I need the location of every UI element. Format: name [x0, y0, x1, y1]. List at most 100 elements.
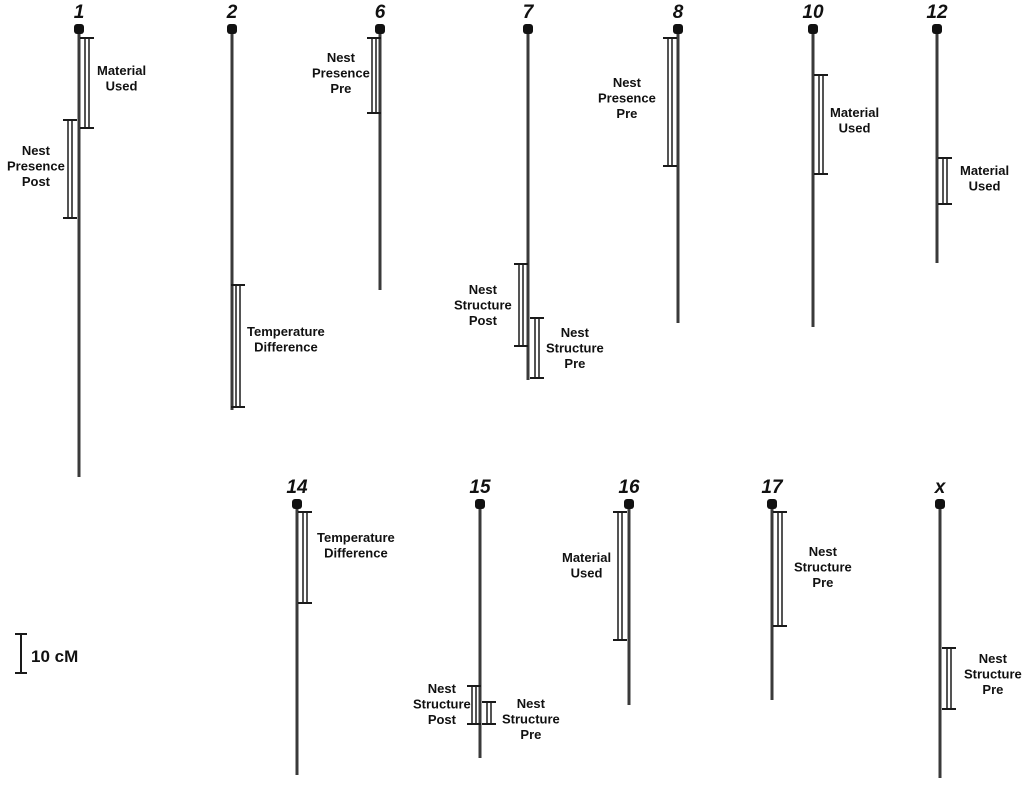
centromere-marker [375, 24, 385, 34]
qtl-label-line: Nest [428, 681, 457, 696]
centromere-marker [673, 24, 683, 34]
centromere-marker [935, 499, 945, 509]
scale-bar: 10 cM [15, 633, 78, 674]
qtl-label-line: Structure [502, 712, 560, 727]
chromosome-label: 14 [286, 477, 308, 498]
chromosome-label: 16 [618, 477, 640, 498]
centromere-marker [74, 24, 84, 34]
centromere-marker [932, 24, 942, 34]
qtl-label-line: Nest [809, 544, 838, 559]
qtl-label-line: Pre [616, 106, 637, 121]
qtl-label-line: Material [830, 105, 879, 120]
qtl-label-line: Nest [979, 651, 1008, 666]
qtl-label-line: Pre [564, 356, 585, 371]
qtl-label-line: Structure [964, 667, 1022, 682]
qtl-label-line: Temperature [317, 530, 395, 545]
qtl-label-line: Nest [613, 75, 642, 90]
qtl-label-line: Pre [330, 81, 351, 96]
qtl-label-line: Nest [561, 325, 590, 340]
centromere-marker [523, 24, 533, 34]
qtl-label-line: Difference [254, 340, 318, 355]
chromosome-label: 7 [523, 2, 535, 23]
centromere-marker [624, 499, 634, 509]
qtl-label-line: Pre [812, 575, 833, 590]
qtl-label-line: Nest [22, 143, 51, 158]
qtl-label-line: Used [839, 121, 871, 136]
qtl-label-line: Post [22, 174, 51, 189]
qtl-label-line: Presence [7, 159, 65, 174]
qtl-label-line: Structure [546, 341, 604, 356]
qtl-label-line: Structure [794, 560, 852, 575]
chromosome-label: 17 [761, 477, 784, 498]
qtl-label-line: Pre [520, 727, 541, 742]
qtl-label-line: Material [960, 163, 1009, 178]
centromere-marker [475, 499, 485, 509]
qtl-label-line: Temperature [247, 324, 325, 339]
chromosome-label: 15 [469, 477, 491, 498]
scale-bar-label: 10 cM [31, 647, 78, 666]
chromosome-label: 12 [926, 2, 948, 23]
qtl-label-line: Difference [324, 546, 388, 561]
qtl-label-line: Post [469, 313, 498, 328]
qtl-label-line: Material [97, 63, 146, 78]
centromere-marker [767, 499, 777, 509]
qtl-label-line: Nest [327, 50, 356, 65]
qtl-label-line: Post [428, 712, 457, 727]
qtl-label-line: Structure [413, 697, 471, 712]
qtl-label-line: Structure [454, 298, 512, 313]
centromere-marker [292, 499, 302, 509]
qtl-label-line: Material [562, 550, 611, 565]
centromere-marker [808, 24, 818, 34]
qtl-label-line: Nest [517, 696, 546, 711]
chromosome-label: 1 [74, 2, 85, 23]
qtl-label-line: Used [969, 179, 1001, 194]
chromosome-label: 6 [375, 2, 386, 23]
chromosome-label: 2 [226, 2, 238, 23]
qtl-label-line: Presence [312, 66, 370, 81]
qtl-label-line: Nest [469, 282, 498, 297]
chromosome-label: x [934, 477, 947, 498]
qtl-label-line: Presence [598, 91, 656, 106]
qtl-label-line: Used [106, 79, 138, 94]
chromosome-label: 8 [673, 2, 684, 23]
qtl-label-line: Used [571, 566, 603, 581]
